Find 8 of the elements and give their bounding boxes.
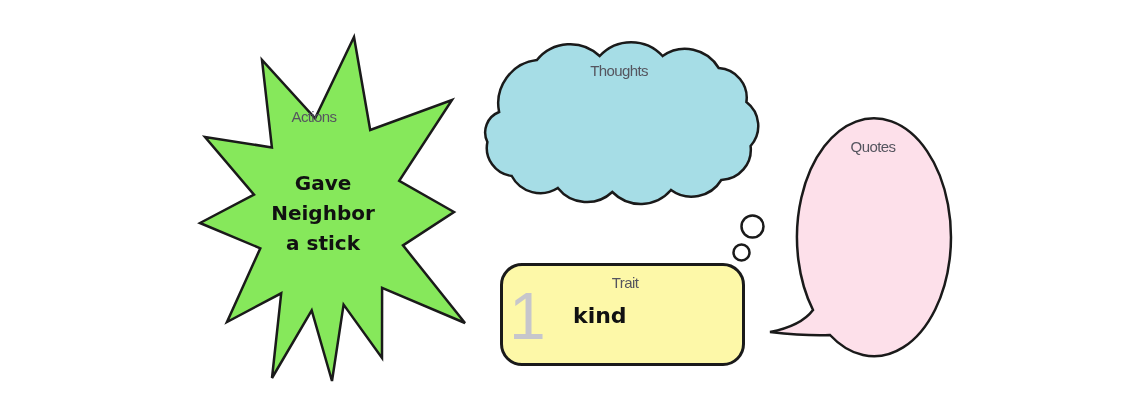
trait-text: kind — [573, 303, 627, 329]
starburst-shape — [196, 32, 468, 384]
thoughts-heading: Thoughts — [590, 62, 648, 80]
quotes-heading: Quotes — [850, 138, 896, 156]
actions-heading: Actions — [291, 108, 337, 126]
trait-box — [500, 263, 745, 366]
action-text: Gave Neighbor a stick — [270, 170, 376, 257]
trait-heading: Trait — [611, 274, 639, 292]
